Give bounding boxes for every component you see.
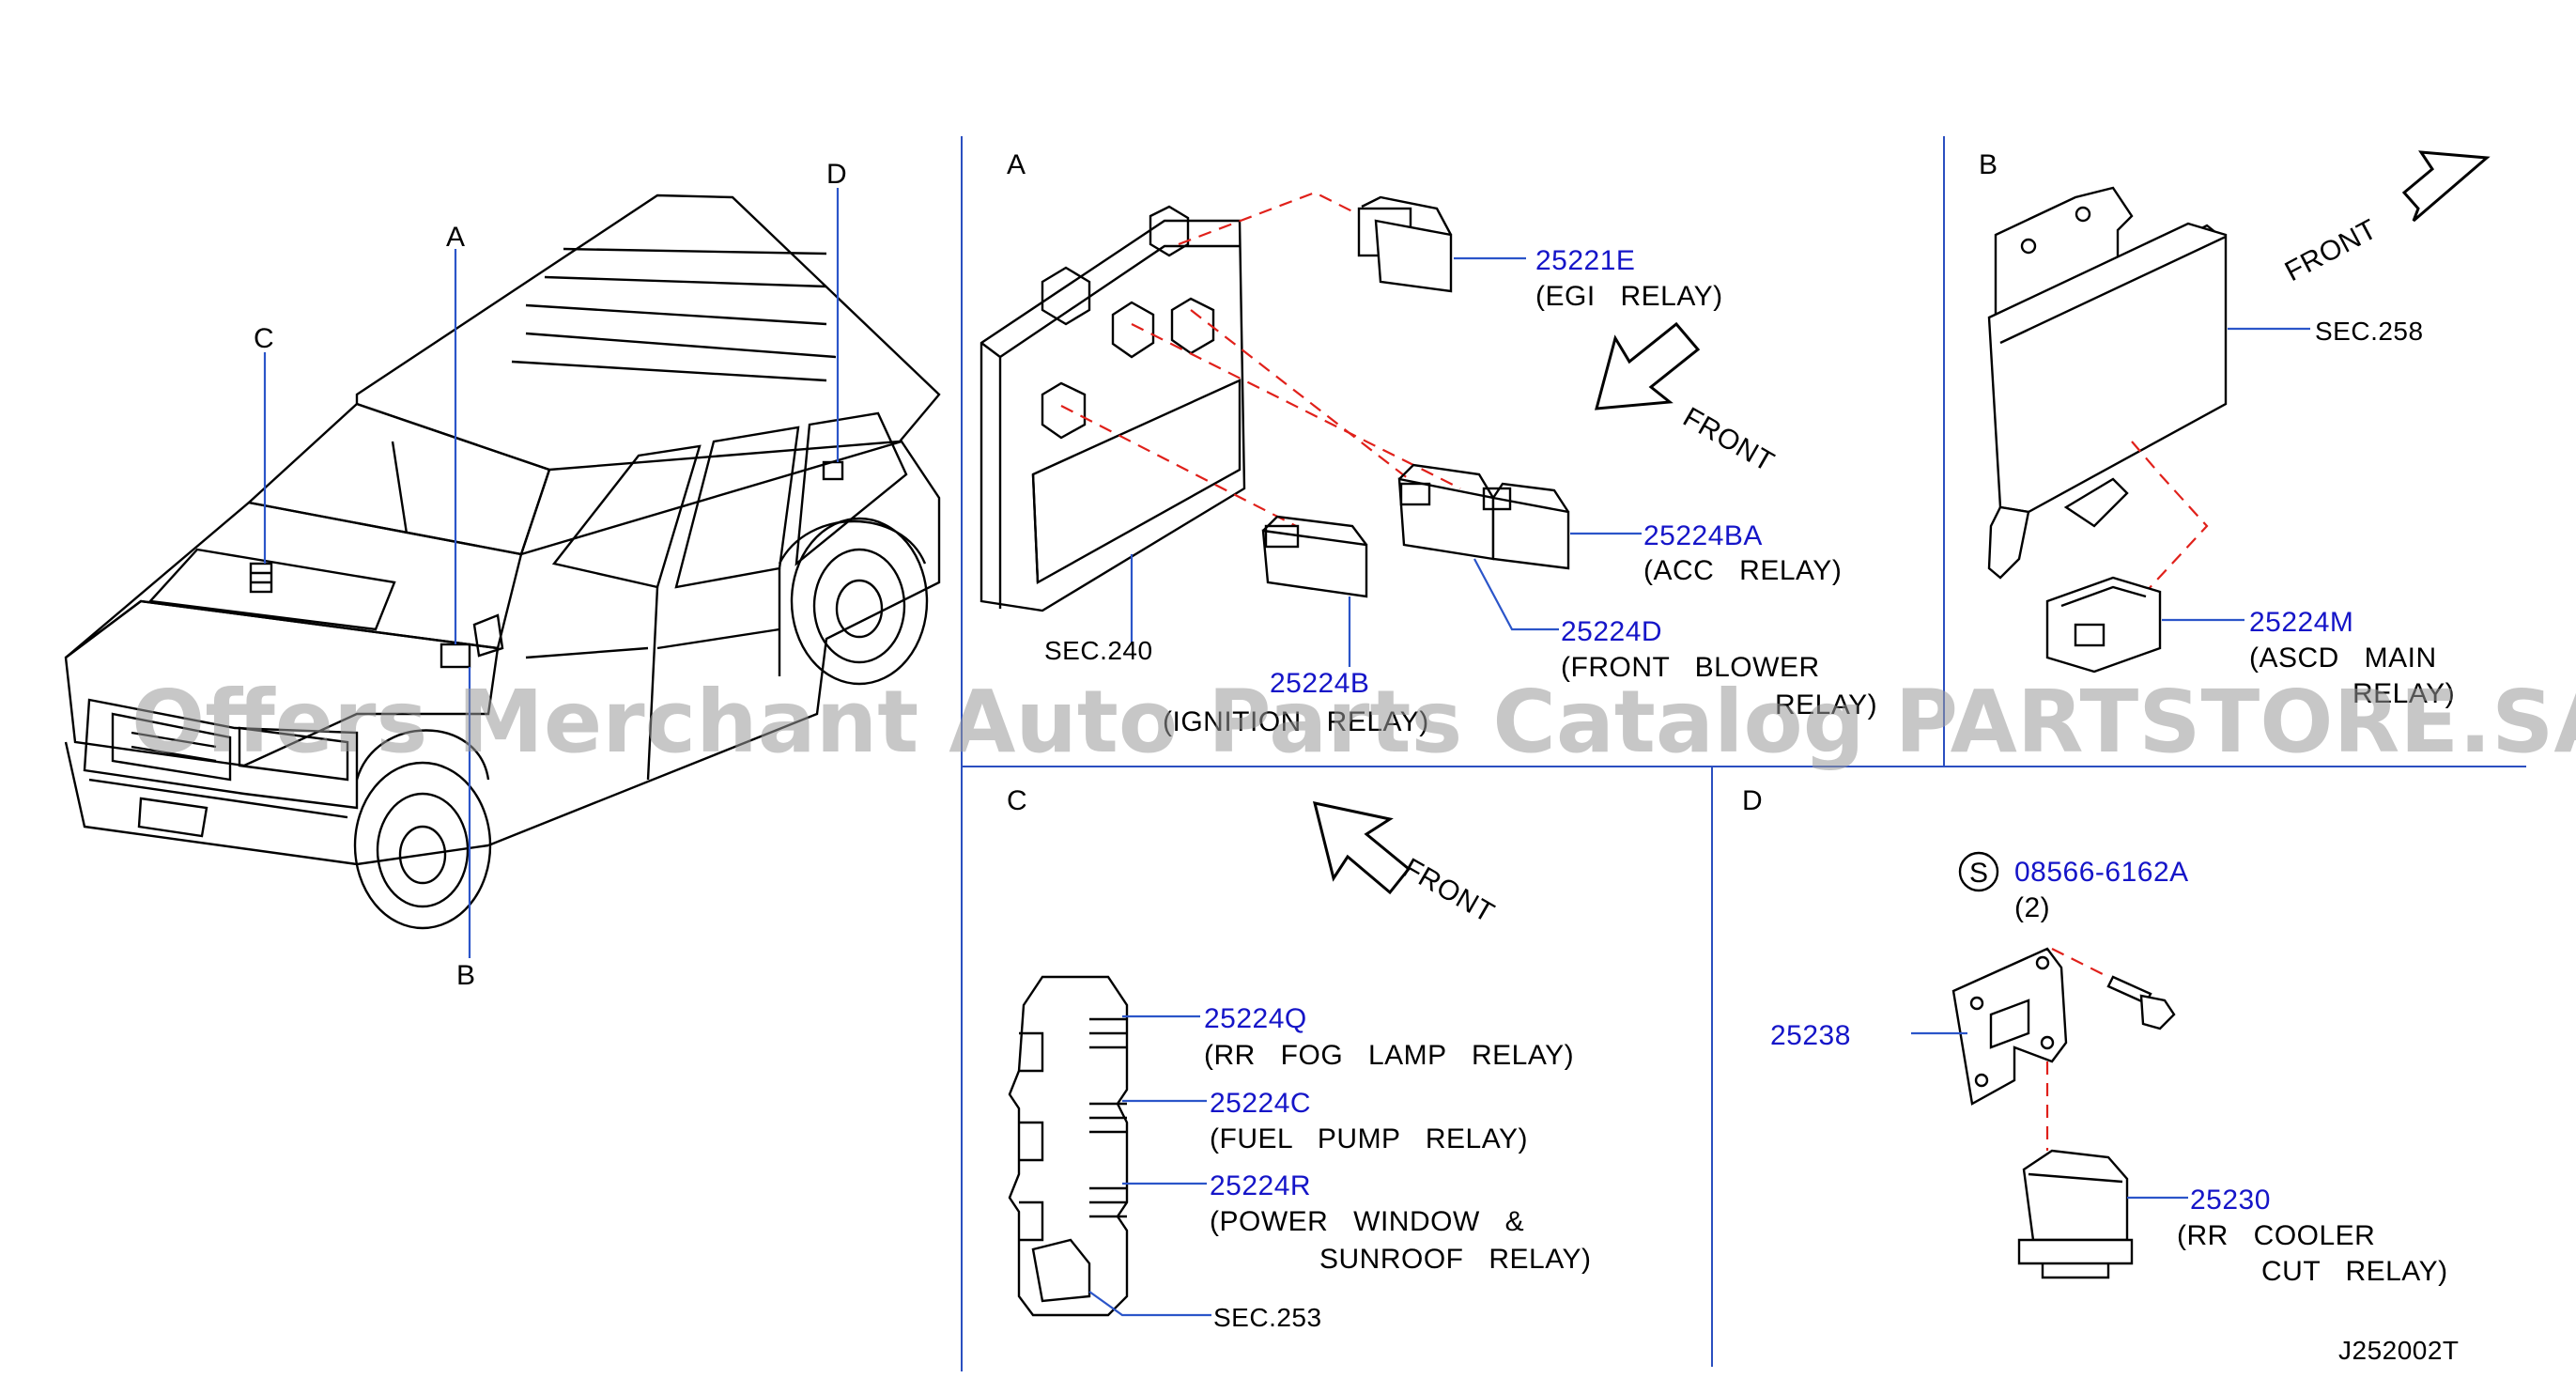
part-08566-6162a[interactable]: 08566-6162A	[2014, 857, 2189, 888]
screw-qty: (2)	[2014, 892, 2050, 923]
vehicle-illustration	[64, 194, 941, 930]
sec-253-label: SEC.253	[1213, 1303, 1322, 1332]
section-d-letter: D	[1742, 785, 1763, 816]
desc-25224m-line1: (ASCD MAIN	[2249, 643, 2437, 674]
desc-25230-line1: (RR COOLER	[2177, 1220, 2375, 1251]
desc-25221e: (EGI RELAY)	[1535, 281, 1723, 312]
relay-pair	[1397, 463, 1570, 570]
sec-258-label: SEC.258	[2315, 317, 2424, 346]
front-arrow-c: FRONT	[1312, 801, 1500, 929]
diagram-code: J252002T	[2338, 1336, 2460, 1365]
desc-25224c: (FUEL PUMP RELAY)	[1210, 1123, 1528, 1154]
relay-bracket-c	[1008, 975, 1129, 1317]
part-25221e[interactable]: 25221E	[1535, 245, 1635, 276]
part-25230[interactable]: 25230	[2190, 1185, 2271, 1216]
front-arrow-a: FRONT	[1594, 321, 1780, 478]
desc-25230-line2: CUT RELAY)	[2261, 1256, 2448, 1287]
callout-c: C	[254, 323, 274, 354]
part-25224b[interactable]: 25224B	[1270, 668, 1369, 699]
relay-25230	[2017, 1149, 2134, 1279]
part-25224m[interactable]: 25224M	[2249, 607, 2353, 638]
desc-25224d-line2: RELAY)	[1775, 689, 1877, 720]
relay-box	[979, 205, 1246, 612]
front-arrow-b: FRONT	[2280, 150, 2491, 287]
svg-text:FRONT: FRONT	[1398, 852, 1500, 928]
screw-symbol: S	[1969, 858, 1989, 889]
relay-25224m	[2045, 576, 2162, 674]
svg-text:FRONT: FRONT	[2280, 213, 2383, 287]
watermark: Offers Merchant Auto Parts Catalog PARTS…	[131, 672, 2576, 772]
svg-text:FRONT: FRONT	[1678, 401, 1780, 477]
section-c: C FRONT 25224Q (RR FOG LAMP RELAY) 25224…	[1007, 785, 1591, 1332]
part-25224d[interactable]: 25224D	[1561, 616, 1662, 647]
desc-25224q: (RR FOG LAMP RELAY)	[1204, 1040, 1574, 1071]
control-unit	[1987, 186, 2228, 580]
part-25224c[interactable]: 25224C	[1210, 1088, 1311, 1119]
section-a: A SEC.240 25221E (EGI RELAY)	[979, 149, 1877, 737]
callout-b: B	[456, 960, 476, 991]
part-25224q[interactable]: 25224Q	[1204, 1003, 1307, 1034]
screw	[2106, 975, 2176, 1030]
relay-25221e	[1357, 195, 1453, 293]
desc-25224r-line2: SUNROOF RELAY)	[1319, 1244, 1591, 1275]
sec-240-label: SEC.240	[1044, 636, 1153, 665]
desc-25224ba: (ACC RELAY)	[1643, 555, 1842, 586]
part-25224r[interactable]: 25224R	[1210, 1170, 1311, 1201]
desc-25224m-line2: RELAY)	[2352, 678, 2455, 709]
section-b-letter: B	[1979, 149, 1998, 180]
callout-a: A	[446, 222, 466, 253]
section-d: D S 08566-6162A (2) 25238 25230 (RR COOL…	[1742, 785, 2460, 1365]
desc-25224d-line1: (FRONT BLOWER	[1561, 652, 1820, 683]
desc-25224b: (IGNITION RELAY)	[1163, 706, 1429, 737]
vehicle-callouts: C A B D	[249, 159, 847, 991]
panel-dividers	[961, 136, 2526, 1371]
part-25238[interactable]: 25238	[1770, 1020, 1851, 1051]
section-a-letter: A	[1007, 149, 1026, 180]
bracket-25238	[1951, 947, 2068, 1106]
screw-symbol-circle	[1958, 851, 1999, 892]
relay-25224b	[1261, 515, 1368, 598]
section-c-letter: C	[1007, 785, 1027, 816]
section-b: B SEC.258 25224M (ASCD MAIN RELAY) FRONT	[1979, 149, 2491, 709]
desc-25224r-line1: (POWER WINDOW &	[1210, 1206, 1524, 1237]
part-25224ba[interactable]: 25224BA	[1643, 520, 1763, 551]
callout-d: D	[826, 159, 847, 190]
